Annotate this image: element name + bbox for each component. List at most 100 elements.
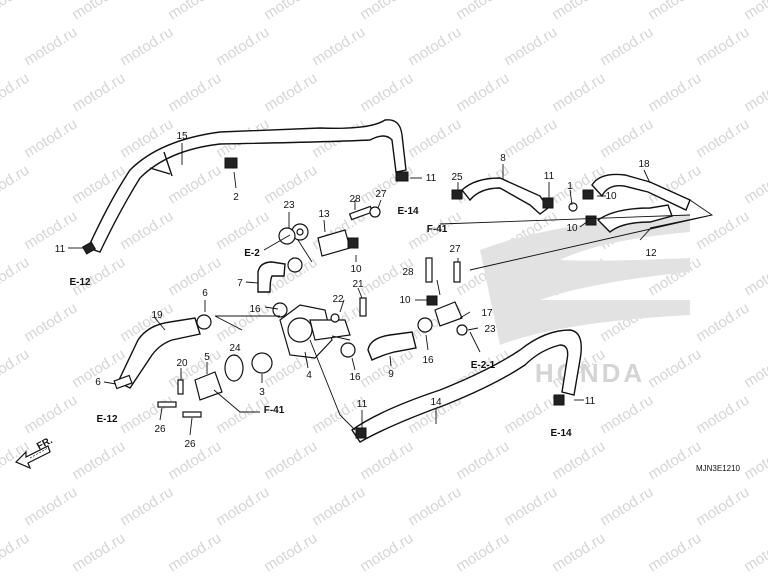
part-number-18: 18 (638, 159, 650, 170)
part-number-6b: 6 (95, 377, 101, 388)
part-number-11d: 11 (357, 399, 368, 410)
part-number-8: 8 (500, 153, 506, 164)
watermark-text: motod.ru (21, 300, 80, 346)
front-arrow (14, 445, 51, 470)
watermark-text: motod.ru (261, 530, 320, 576)
honda-logo: HONDA (480, 215, 690, 388)
front-label: FR. (35, 435, 55, 452)
diagram-code: MJN3E1210 (696, 464, 741, 473)
watermark-text: motod.ru (357, 438, 416, 484)
ref-f41-bottom: F-41 (264, 405, 285, 416)
part-number-6a: 6 (202, 288, 208, 299)
watermark-text: motod.ru (597, 392, 656, 438)
part-number-14: 14 (430, 397, 442, 408)
ref-e12-top: E-12 (69, 277, 91, 288)
watermark-text: motod.ru (693, 392, 752, 438)
watermark-text: motod.ru (405, 116, 464, 162)
part-number-1: 1 (567, 181, 573, 192)
part-number-4: 4 (306, 370, 312, 381)
watermark-text: motod.ru (117, 208, 176, 254)
watermark-text: motod.ru (693, 300, 752, 346)
watermark-text: motod.ru (117, 392, 176, 438)
watermark-text: motod.ru (645, 0, 704, 23)
watermark-text: motod.ru (261, 70, 320, 116)
watermark-text: motod.ru (741, 530, 768, 576)
watermark-text: motod.ru (117, 484, 176, 530)
watermark-text: motod.ru (453, 0, 512, 23)
part-number-15: 15 (176, 131, 188, 142)
hose-14 (351, 329, 582, 443)
watermark-text: motod.ru (549, 438, 608, 484)
part-number-28a: 28 (349, 194, 361, 205)
hose-9 (367, 331, 417, 361)
watermark-text: motod.ru (309, 484, 368, 530)
watermark-text: motod.ru (69, 0, 128, 23)
watermark-text: motod.ru (693, 24, 752, 70)
watermark-text: motod.ru (117, 24, 176, 70)
part-number-24: 24 (229, 343, 241, 354)
watermark-text: motod.ru (213, 208, 272, 254)
watermark-text: motod.ru (741, 162, 768, 208)
ref-e14-top: E-14 (397, 206, 419, 217)
watermark-text: motod.ru (165, 0, 224, 23)
leader-lines (68, 143, 714, 436)
bolts (157, 202, 578, 418)
part-number-22: 22 (332, 294, 344, 305)
watermark-text: motod.ru (21, 116, 80, 162)
part-number-16a: 16 (249, 304, 261, 315)
part-number-16b: 16 (349, 372, 361, 383)
watermark-text: motod.ru (357, 0, 416, 23)
watermark-text: motod.ru (693, 208, 752, 254)
watermark-text: motod.ru (741, 70, 768, 116)
watermark-text: motod.ru (0, 346, 32, 392)
fitting-13 (291, 223, 351, 257)
part-number-23a: 23 (283, 200, 295, 211)
watermark-text: motod.ru (357, 70, 416, 116)
part-number-21: 21 (352, 279, 364, 290)
hose-7 (257, 261, 286, 293)
watermark-text: motod.ru (0, 530, 32, 576)
part-number-26a: 26 (154, 424, 166, 435)
watermark-text: motod.ru (261, 0, 320, 23)
watermark-text: motod.ru (741, 254, 768, 300)
part-number-19: 19 (151, 310, 163, 321)
part-number-10d: 10 (399, 295, 411, 306)
part-number-27b: 27 (449, 244, 461, 255)
watermark-text: motod.ru (357, 530, 416, 576)
part-number-9: 9 (388, 369, 394, 380)
ref-e14-bottom: E-14 (550, 428, 572, 439)
watermark-text: motod.ru (597, 24, 656, 70)
part-number-7: 7 (237, 278, 243, 289)
part-number-20: 20 (176, 358, 188, 369)
fitting-17 (434, 301, 463, 327)
watermark-text: motod.ru (597, 484, 656, 530)
ref-e2-1: E-2-1 (471, 360, 496, 371)
watermark-text: motod.ru (501, 116, 560, 162)
part-number-12: 12 (645, 248, 657, 259)
watermark-text: motod.ru (453, 70, 512, 116)
watermark-text: motod.ru (0, 0, 32, 23)
watermark-text: motod.ru (645, 70, 704, 116)
watermark-text: motod.ru (213, 484, 272, 530)
part-number-3: 3 (259, 387, 265, 398)
part-number-5: 5 (204, 352, 210, 363)
watermark-text: motod.ru (165, 70, 224, 116)
hose-15 (87, 119, 407, 253)
watermark-text: motod.ru (597, 116, 656, 162)
watermark-text: motod.ru (165, 530, 224, 576)
watermark-text: motod.ru (213, 24, 272, 70)
ref-f41-top: F-41 (427, 224, 448, 235)
part-number-11e: 11 (585, 396, 596, 407)
part-numbers: 1 2 3 4 5 6 6 7 8 9 10 10 10 10 11 11 11… (55, 131, 657, 450)
hose-19 (117, 317, 201, 389)
hose-8 (461, 177, 549, 215)
part-number-11a: 11 (55, 244, 66, 255)
part-number-10c: 10 (350, 264, 362, 275)
part-number-10b: 10 (566, 223, 578, 234)
watermark-text: motod.ru (405, 484, 464, 530)
ref-e2: E-2 (244, 248, 260, 259)
part-number-28b: 28 (402, 267, 414, 278)
watermark-text: motod.ru (165, 254, 224, 300)
watermark-text: motod.ru (549, 0, 608, 23)
